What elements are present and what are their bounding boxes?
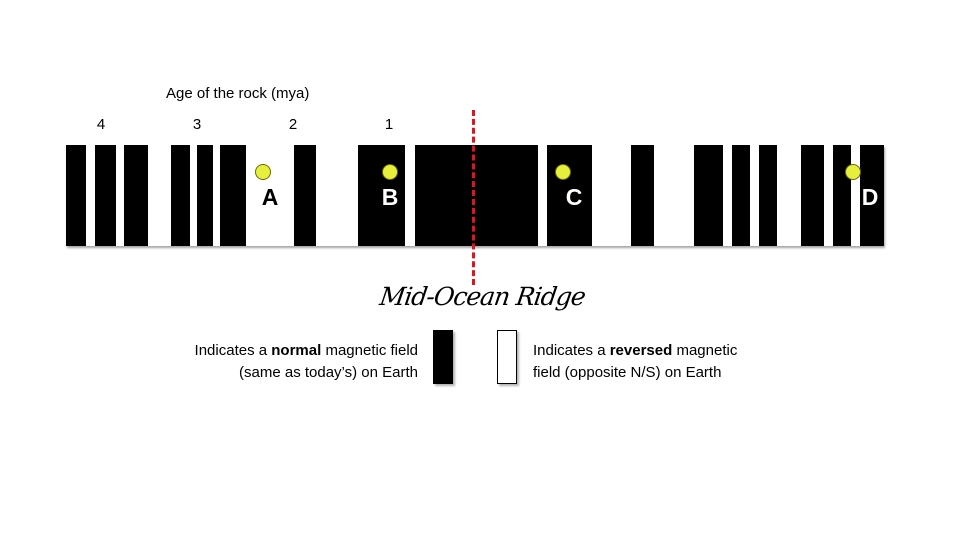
legend-reversed-prefix: Indicates a — [533, 342, 610, 359]
reversed-stripe — [405, 145, 415, 246]
reversed-stripe — [190, 145, 197, 246]
legend-reversed-text: Indicates a reversed magnetic field (opp… — [533, 340, 737, 384]
reversed-stripe — [538, 145, 547, 246]
legend-normal-prefix: Indicates a — [194, 342, 272, 359]
legend-normal-line1: Indicates a normal magnetic field — [195, 340, 418, 362]
reversed-stripe — [116, 145, 124, 246]
reversed-stripe — [750, 145, 759, 246]
age-tick-1: 1 — [384, 116, 394, 133]
sample-dot-d — [845, 164, 861, 180]
age-tick-2: 2 — [288, 116, 298, 133]
age-tick-4: 4 — [96, 116, 106, 133]
site-label-b: B — [381, 184, 399, 210]
legend-normal-bold: normal — [271, 342, 322, 359]
site-label-c: C — [565, 184, 583, 210]
mid-ocean-ridge-line — [472, 110, 475, 285]
reversed-stripe — [777, 145, 801, 246]
reversed-polarity-swatch — [497, 330, 517, 384]
sample-dot-a — [255, 164, 271, 180]
reversed-stripe — [654, 145, 694, 246]
age-tick-3: 3 — [192, 116, 202, 133]
reversed-stripe — [148, 145, 171, 246]
site-label-a: A — [261, 184, 279, 210]
site-label-d: D — [861, 184, 879, 210]
legend-reversed-line1: Indicates a reversed magnetic — [533, 340, 737, 362]
reversed-stripe — [723, 145, 732, 246]
sample-dot-b — [382, 164, 398, 180]
legend-normal-line2: (same as today’s) on Earth — [239, 364, 418, 381]
legend-normal-suffix: magnetic field — [321, 342, 418, 359]
legend-normal-text: Indicates a normal magnetic field (same … — [195, 340, 418, 384]
reversed-stripe — [246, 145, 294, 246]
mid-ocean-ridge-label: Mid-Ocean Ridge — [377, 282, 587, 311]
legend-reversed-bold: reversed — [609, 342, 673, 359]
reversed-stripe — [86, 145, 95, 246]
legend-reversed-suffix: magnetic — [672, 342, 738, 359]
reversed-stripe — [824, 145, 833, 246]
reversed-stripe — [592, 145, 631, 246]
reversed-stripe — [851, 145, 860, 246]
magnetic-stripe-band — [66, 145, 884, 246]
legend-reversed-line2: field (opposite N/S) on Earth — [533, 364, 722, 381]
age-axis-title: Age of the rock (mya) — [166, 85, 310, 102]
reversed-stripe — [316, 145, 358, 246]
sample-dot-c — [555, 164, 571, 180]
normal-polarity-swatch — [433, 330, 453, 384]
reversed-stripe — [213, 145, 220, 246]
